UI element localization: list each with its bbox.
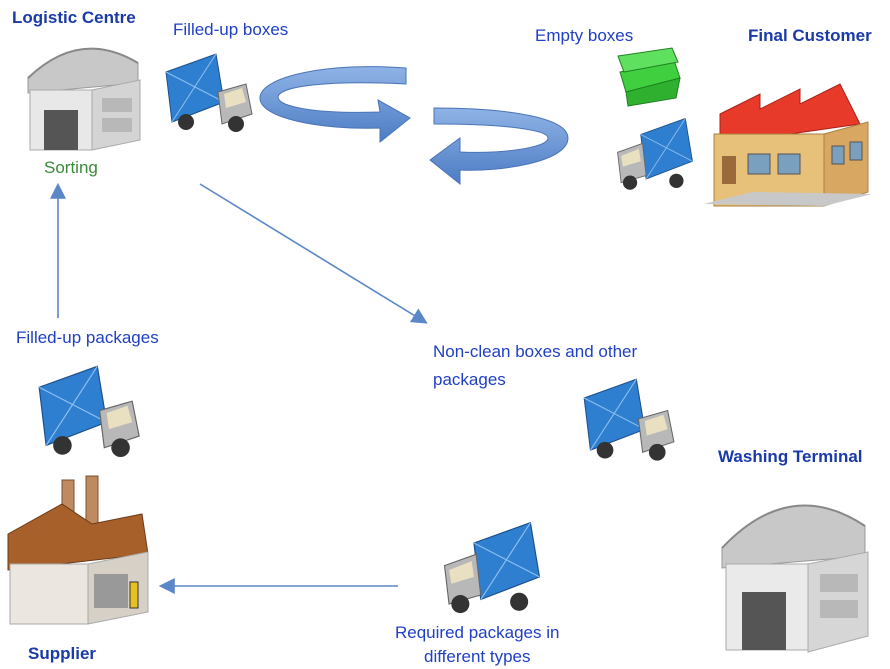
empty-boxes-label: Empty boxes xyxy=(535,26,634,45)
washing-terminal-warehouse-icon xyxy=(721,504,869,653)
non-clean-label-line2: packages xyxy=(433,370,506,389)
supplier-title: Supplier xyxy=(28,644,97,663)
supplier-factory-icon xyxy=(7,475,149,625)
required-packages-label-line1: Required packages in xyxy=(395,623,560,642)
sorting-label: Sorting xyxy=(44,158,98,177)
required-packages-label-line2: different types xyxy=(424,647,531,666)
truck-icon-non-clean xyxy=(583,378,675,461)
truck-icon-filled-packages xyxy=(38,365,140,458)
washing-terminal-title: Washing Terminal xyxy=(718,447,863,466)
filled-up-packages-label: Filled-up packages xyxy=(16,328,159,347)
final-customer-factory-icon xyxy=(704,83,872,207)
logistic-centre-warehouse-icon xyxy=(27,47,141,151)
curved-arrow-right xyxy=(259,66,411,144)
truck-icon-filled-boxes xyxy=(165,53,253,132)
truck-icon-empty-boxes xyxy=(617,117,693,190)
final-customer-title: Final Customer xyxy=(748,26,872,45)
non-clean-label-line1: Non-clean boxes and other xyxy=(433,342,638,361)
logistic-centre-title: Logistic Centre xyxy=(12,8,136,27)
truck-icon-required-packages xyxy=(443,521,541,614)
empty-boxes-icon xyxy=(617,47,681,107)
curved-arrow-left xyxy=(429,107,569,186)
arrow-to-washing xyxy=(199,183,428,324)
filled-up-boxes-label: Filled-up boxes xyxy=(173,20,289,39)
